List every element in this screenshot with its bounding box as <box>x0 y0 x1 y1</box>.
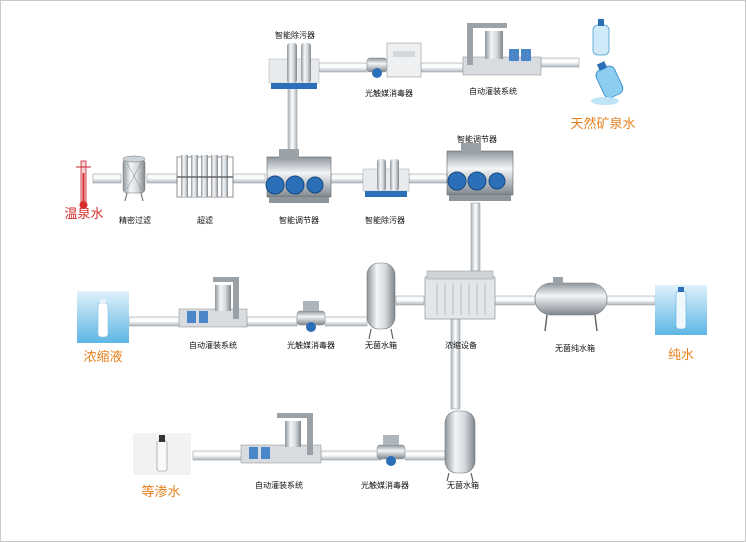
sterile-tank-1-label: 无菌水箱 <box>365 341 397 350</box>
sterile-tank-2 <box>444 410 476 482</box>
pipe <box>395 295 425 306</box>
uv-sterilizer-bottom <box>376 435 406 466</box>
pipe <box>287 86 298 158</box>
filling-system-top <box>462 23 542 76</box>
smart-purifier-mid-label: 智能除污器 <box>365 216 405 225</box>
filling-top-label: 自动灌装系统 <box>469 87 517 96</box>
uv-sterilizer-top <box>366 42 422 78</box>
smart-regulator-1-label: 智能调节器 <box>279 216 319 225</box>
uv-bottom-label: 光触媒消毒器 <box>361 481 409 490</box>
pipe <box>246 316 298 327</box>
sterile-tank-2-label: 无菌水箱 <box>447 481 479 490</box>
hot-spring-label: 温泉水 <box>64 207 104 222</box>
smart-purifier-mid <box>362 159 410 197</box>
uv-top-label: 光触媒消毒器 <box>365 89 413 98</box>
pipe <box>450 318 461 410</box>
concentrator-label: 浓缩设备 <box>445 341 477 350</box>
pipes <box>92 57 656 461</box>
pipe <box>330 173 364 184</box>
pipe <box>128 316 182 327</box>
pipe <box>470 202 481 272</box>
pipe <box>320 450 382 461</box>
sterile-tank-1 <box>366 262 396 340</box>
pipe <box>318 62 368 73</box>
ultrafilter-label: 超滤 <box>197 216 213 225</box>
filling-bottom-label: 自动灌装系统 <box>255 481 303 490</box>
pure-water-label: 纯水 <box>667 348 695 363</box>
smart-regulator-1 <box>265 149 332 203</box>
pipe <box>232 173 266 184</box>
pipe <box>146 173 178 184</box>
pure-tank-label: 无菌纯水箱 <box>555 344 595 353</box>
filling-system-bottom <box>240 413 322 464</box>
pipe <box>540 57 580 68</box>
pipe <box>420 62 464 73</box>
precision-filter-label: 精密过滤 <box>119 216 151 225</box>
isotonic-water-label: 等渗水 <box>141 485 181 500</box>
pipe <box>92 173 122 184</box>
pipe <box>408 173 448 184</box>
filling-system-mid <box>178 277 248 328</box>
pipe <box>324 316 368 327</box>
pure-water-tank <box>534 277 608 332</box>
concentrate-bottle-image <box>77 291 129 343</box>
mineral-water-bottle-icon <box>591 19 624 105</box>
precision-filter <box>122 155 146 202</box>
uv-mid-label: 光触媒消毒器 <box>287 341 335 350</box>
pipe <box>606 295 656 306</box>
ultrafilter-rack <box>176 155 234 198</box>
smart-purifier-top <box>268 43 320 89</box>
pipe <box>494 295 536 306</box>
concentrator-unit <box>424 270 496 320</box>
smart-regulator-2 <box>446 143 514 201</box>
smart-purifier-top-label: 智能除污器 <box>275 31 315 40</box>
filling-mid-label: 自动灌装系统 <box>189 341 237 350</box>
isotonic-bottle-image <box>133 433 191 475</box>
concentrate-label: 浓缩液 <box>83 350 123 365</box>
mineral-water-label: 天然矿泉水 <box>570 117 636 132</box>
smart-regulator-2-label: 智能调节器 <box>457 135 497 144</box>
pure-water-bottle-image <box>655 285 707 335</box>
uv-sterilizer-mid <box>296 301 326 332</box>
pipe <box>404 450 446 461</box>
thermometer-icon <box>76 160 91 209</box>
